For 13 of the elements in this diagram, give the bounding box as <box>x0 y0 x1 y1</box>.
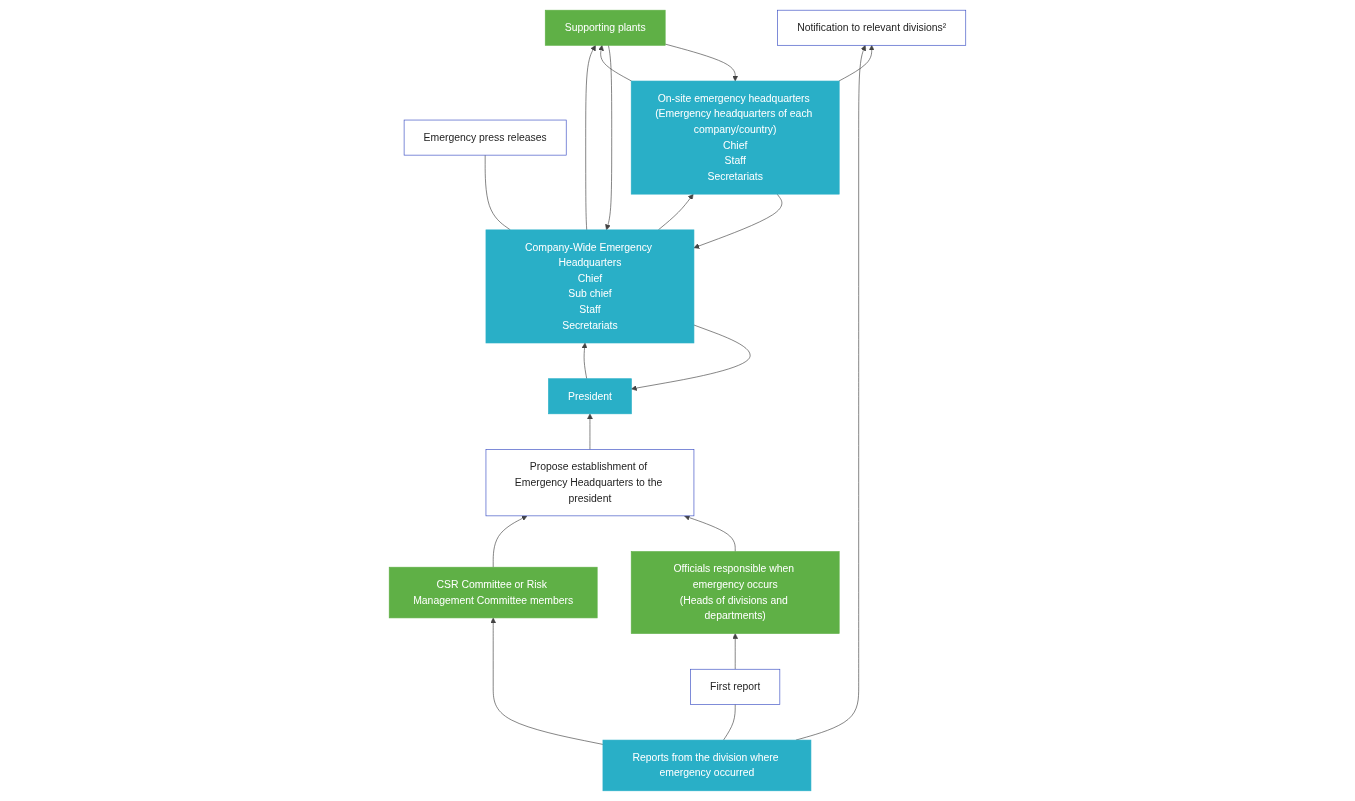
node-box: President <box>548 378 632 415</box>
node-box: CSR Committee or Risk Management Committee members <box>388 566 598 619</box>
node-box: Emergency press releases <box>403 119 567 156</box>
node-box: Company-Wide Emergency Headquarters Chief Sub chief Staff Secretariats <box>485 229 695 344</box>
node-box: Propose establishment of Emergency Headquarters to the president <box>485 449 695 517</box>
node-box: Notification to relevant divisions² <box>777 9 967 46</box>
node-box: Officials responsible when emergency occurs (Heads of divisions and departments) <box>630 551 840 634</box>
node-box: Reports from the division where emergency occurred <box>602 739 812 792</box>
node-box: Supporting plants <box>544 9 666 46</box>
connector <box>723 704 736 741</box>
node-box: First report <box>690 668 781 705</box>
node-box: On-site emergency headquarters (Emergency headquarters of each company/country) Chief Staff Secretariats <box>630 80 840 195</box>
connector <box>484 154 511 231</box>
